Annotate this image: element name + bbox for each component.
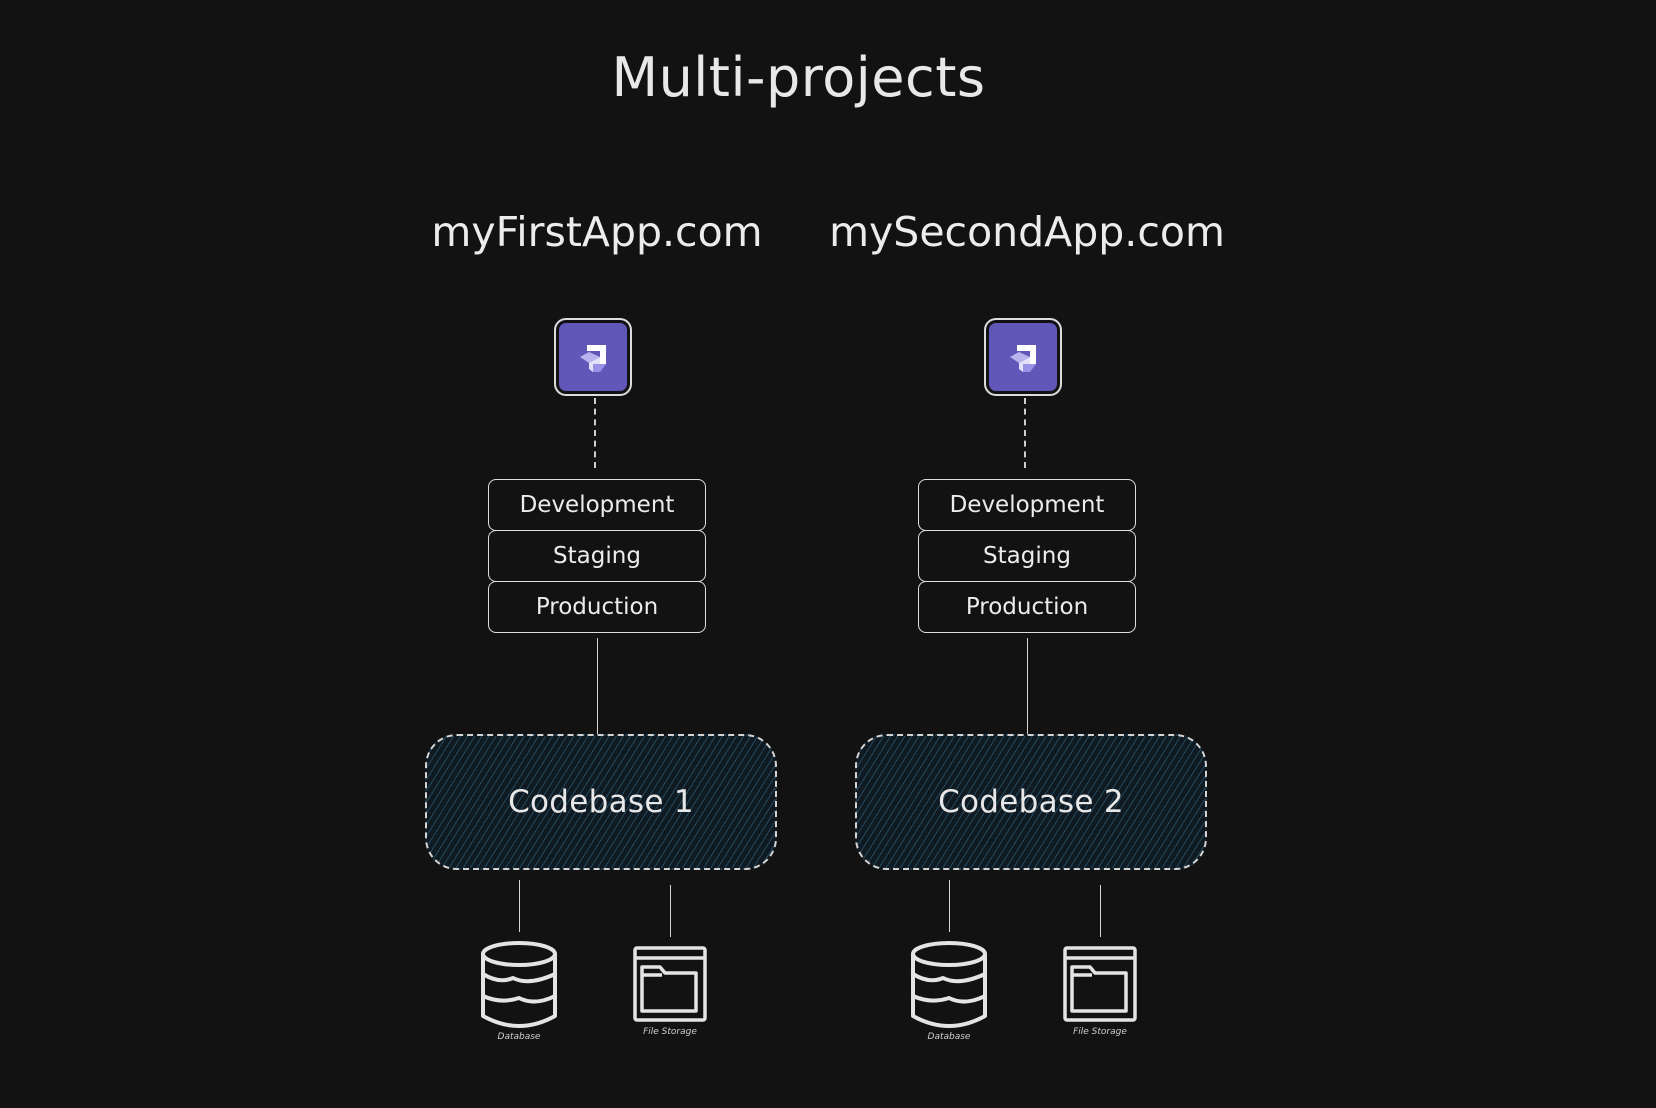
logo-connector-dashed <box>594 398 596 468</box>
codebase-label: Codebase 1 <box>508 784 694 820</box>
database-icon <box>479 940 559 1036</box>
project-column-2: mySecondApp.com Development Staging Prod… <box>817 0 1237 1108</box>
file-storage-icon <box>632 945 708 1027</box>
codebase-box: Codebase 1 <box>425 734 777 870</box>
database-connector <box>519 880 520 932</box>
project-column-1: myFirstApp.com Development Staging Produ… <box>387 0 807 1108</box>
file-storage-connector <box>670 885 671 937</box>
database-connector <box>949 880 950 932</box>
codebase-label: Codebase 2 <box>938 784 1124 820</box>
project-name: myFirstApp.com <box>431 208 763 256</box>
env-codebase-connector <box>1027 638 1028 734</box>
database-icon <box>909 940 989 1036</box>
project-name: mySecondApp.com <box>829 208 1225 256</box>
platform-logo-icon <box>554 318 632 396</box>
env-staging: Staging <box>488 530 706 582</box>
env-staging: Staging <box>918 530 1136 582</box>
env-development: Development <box>918 479 1136 531</box>
database-caption: Database <box>927 1032 971 1042</box>
env-production: Production <box>918 581 1136 633</box>
codebase-box: Codebase 2 <box>855 734 1207 870</box>
file-storage-connector <box>1100 885 1101 937</box>
environment-stack: Development Staging Production <box>918 479 1136 633</box>
env-production: Production <box>488 581 706 633</box>
file-storage-icon <box>1062 945 1138 1027</box>
env-development: Development <box>488 479 706 531</box>
environment-stack: Development Staging Production <box>488 479 706 633</box>
file-storage-caption: File Storage <box>643 1027 697 1037</box>
platform-logo-icon <box>984 318 1062 396</box>
env-codebase-connector <box>597 638 598 734</box>
diagram-title: Multi-projects <box>611 46 986 109</box>
logo-connector-dashed <box>1024 398 1026 468</box>
file-storage-caption: File Storage <box>1073 1027 1127 1037</box>
database-caption: Database <box>497 1032 541 1042</box>
